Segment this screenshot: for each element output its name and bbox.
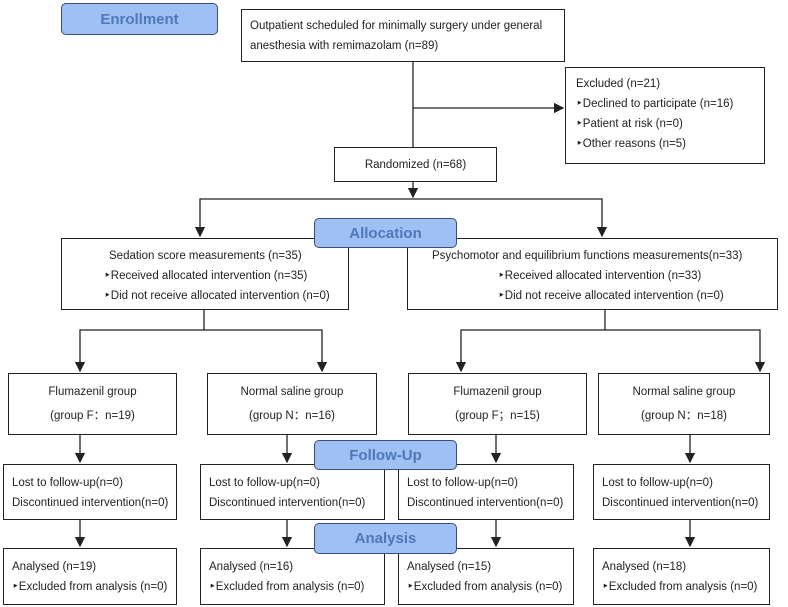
stage-followup: Follow-Up (314, 440, 457, 470)
allocation-title: Sedation score measurements (n=35) (109, 250, 302, 262)
lost-followup: Lost to follow-up(n=0) (209, 477, 320, 489)
analysed: Analysed (n=16) (209, 561, 294, 573)
group-n: (group F；n=15) (455, 410, 540, 422)
excluded-analysis: ‣Excluded from analysis (n=0) (12, 581, 168, 593)
excluded-item: ‣Other reasons (n=5) (576, 138, 687, 150)
analysed: Analysed (n=18) (602, 561, 687, 573)
analysed: Analysed (n=15) (407, 561, 492, 573)
excluded-analysis: ‣Excluded from analysis (n=0) (209, 581, 365, 593)
excluded-item: ‣Patient at risk (n=0) (576, 118, 683, 130)
discontinued: Discontinued intervention(n=0) (602, 497, 759, 509)
lost-followup: Lost to follow-up(n=0) (12, 477, 123, 489)
excluded-analysis: ‣Excluded from analysis (n=0) (602, 581, 758, 593)
analysis-box: Analysed (n=16) ‣Excluded from analysis (… (200, 548, 385, 605)
analysis-box: Analysed (n=15) ‣Excluded from analysis (… (398, 548, 574, 605)
group-box: Flumazenil group (group F；n=15) (408, 373, 587, 435)
stage-allocation: Allocation (314, 218, 457, 248)
allocation-not-received: ‣Did not receive allocated intervention … (104, 290, 330, 302)
excluded-title: Excluded (n=21) (576, 78, 661, 90)
discontinued: Discontinued intervention(n=0) (209, 497, 366, 509)
group-box: Normal saline group (group N：n=18) (598, 373, 770, 435)
stage-analysis: Analysis (314, 523, 457, 554)
excluded-item: ‣Declined to participate (n=16) (576, 98, 734, 110)
analysis-box: Analysed (n=19) ‣Excluded from analysis (… (3, 548, 177, 605)
followup-box: Lost to follow-up(n=0) Discontinued inter… (3, 464, 177, 520)
discontinued: Discontinued intervention(n=0) (407, 497, 564, 509)
excluded-box: Excluded (n=21) ‣Declined to participate… (565, 67, 765, 164)
randomized-box: Randomized (n=68) (334, 147, 497, 182)
followup-box: Lost to follow-up(n=0) Discontinued inter… (398, 464, 574, 520)
allocation-received: ‣Received allocated intervention (n=33) (498, 270, 702, 282)
group-name: Flumazenil group (48, 386, 137, 398)
group-name: Normal saline group (632, 386, 736, 398)
allocation-received: ‣Received allocated intervention (n=35) (104, 270, 308, 282)
group-box: Normal saline group (group N：n=16) (207, 373, 377, 435)
followup-box: Lost to follow-up(n=0) Discontinued inter… (200, 464, 385, 520)
group-n: (group N：n=18) (641, 410, 727, 422)
followup-box: Lost to follow-up(n=0) Discontinued inter… (593, 464, 770, 520)
allocation-title: Psychomotor and equilibrium functions me… (432, 250, 743, 262)
enrollment-line1: Outpatient scheduled for minimally surge… (250, 20, 543, 32)
discontinued: Discontinued intervention(n=0) (12, 497, 169, 509)
analysed: Analysed (n=19) (12, 561, 97, 573)
group-box: Flumazenil group (group F：n=19) (8, 373, 177, 435)
group-name: Normal saline group (240, 386, 344, 398)
enrollment-box: Outpatient scheduled for minimally surge… (241, 9, 565, 62)
excluded-analysis: ‣Excluded from analysis (n=0) (407, 581, 563, 593)
lost-followup: Lost to follow-up(n=0) (407, 477, 518, 489)
allocation-box-psychomotor: Psychomotor and equilibrium functions me… (407, 238, 778, 310)
allocation-not-received: ‣Did not receive allocated intervention … (498, 290, 724, 302)
lost-followup: Lost to follow-up(n=0) (602, 477, 713, 489)
analysis-box: Analysed (n=18) ‣Excluded from analysis (… (593, 548, 770, 605)
group-n: (group N：n=16) (249, 410, 335, 422)
allocation-box-sedation: Sedation score measurements (n=35) ‣Rece… (61, 238, 349, 310)
randomized-label: Randomized (n=68) (364, 159, 467, 171)
stage-enrollment: Enrollment (61, 3, 218, 35)
enrollment-line2: anesthesia with remimazolam (n=89) (250, 40, 439, 52)
group-n: (group F：n=19) (50, 410, 135, 422)
group-name: Flumazenil group (453, 386, 542, 398)
